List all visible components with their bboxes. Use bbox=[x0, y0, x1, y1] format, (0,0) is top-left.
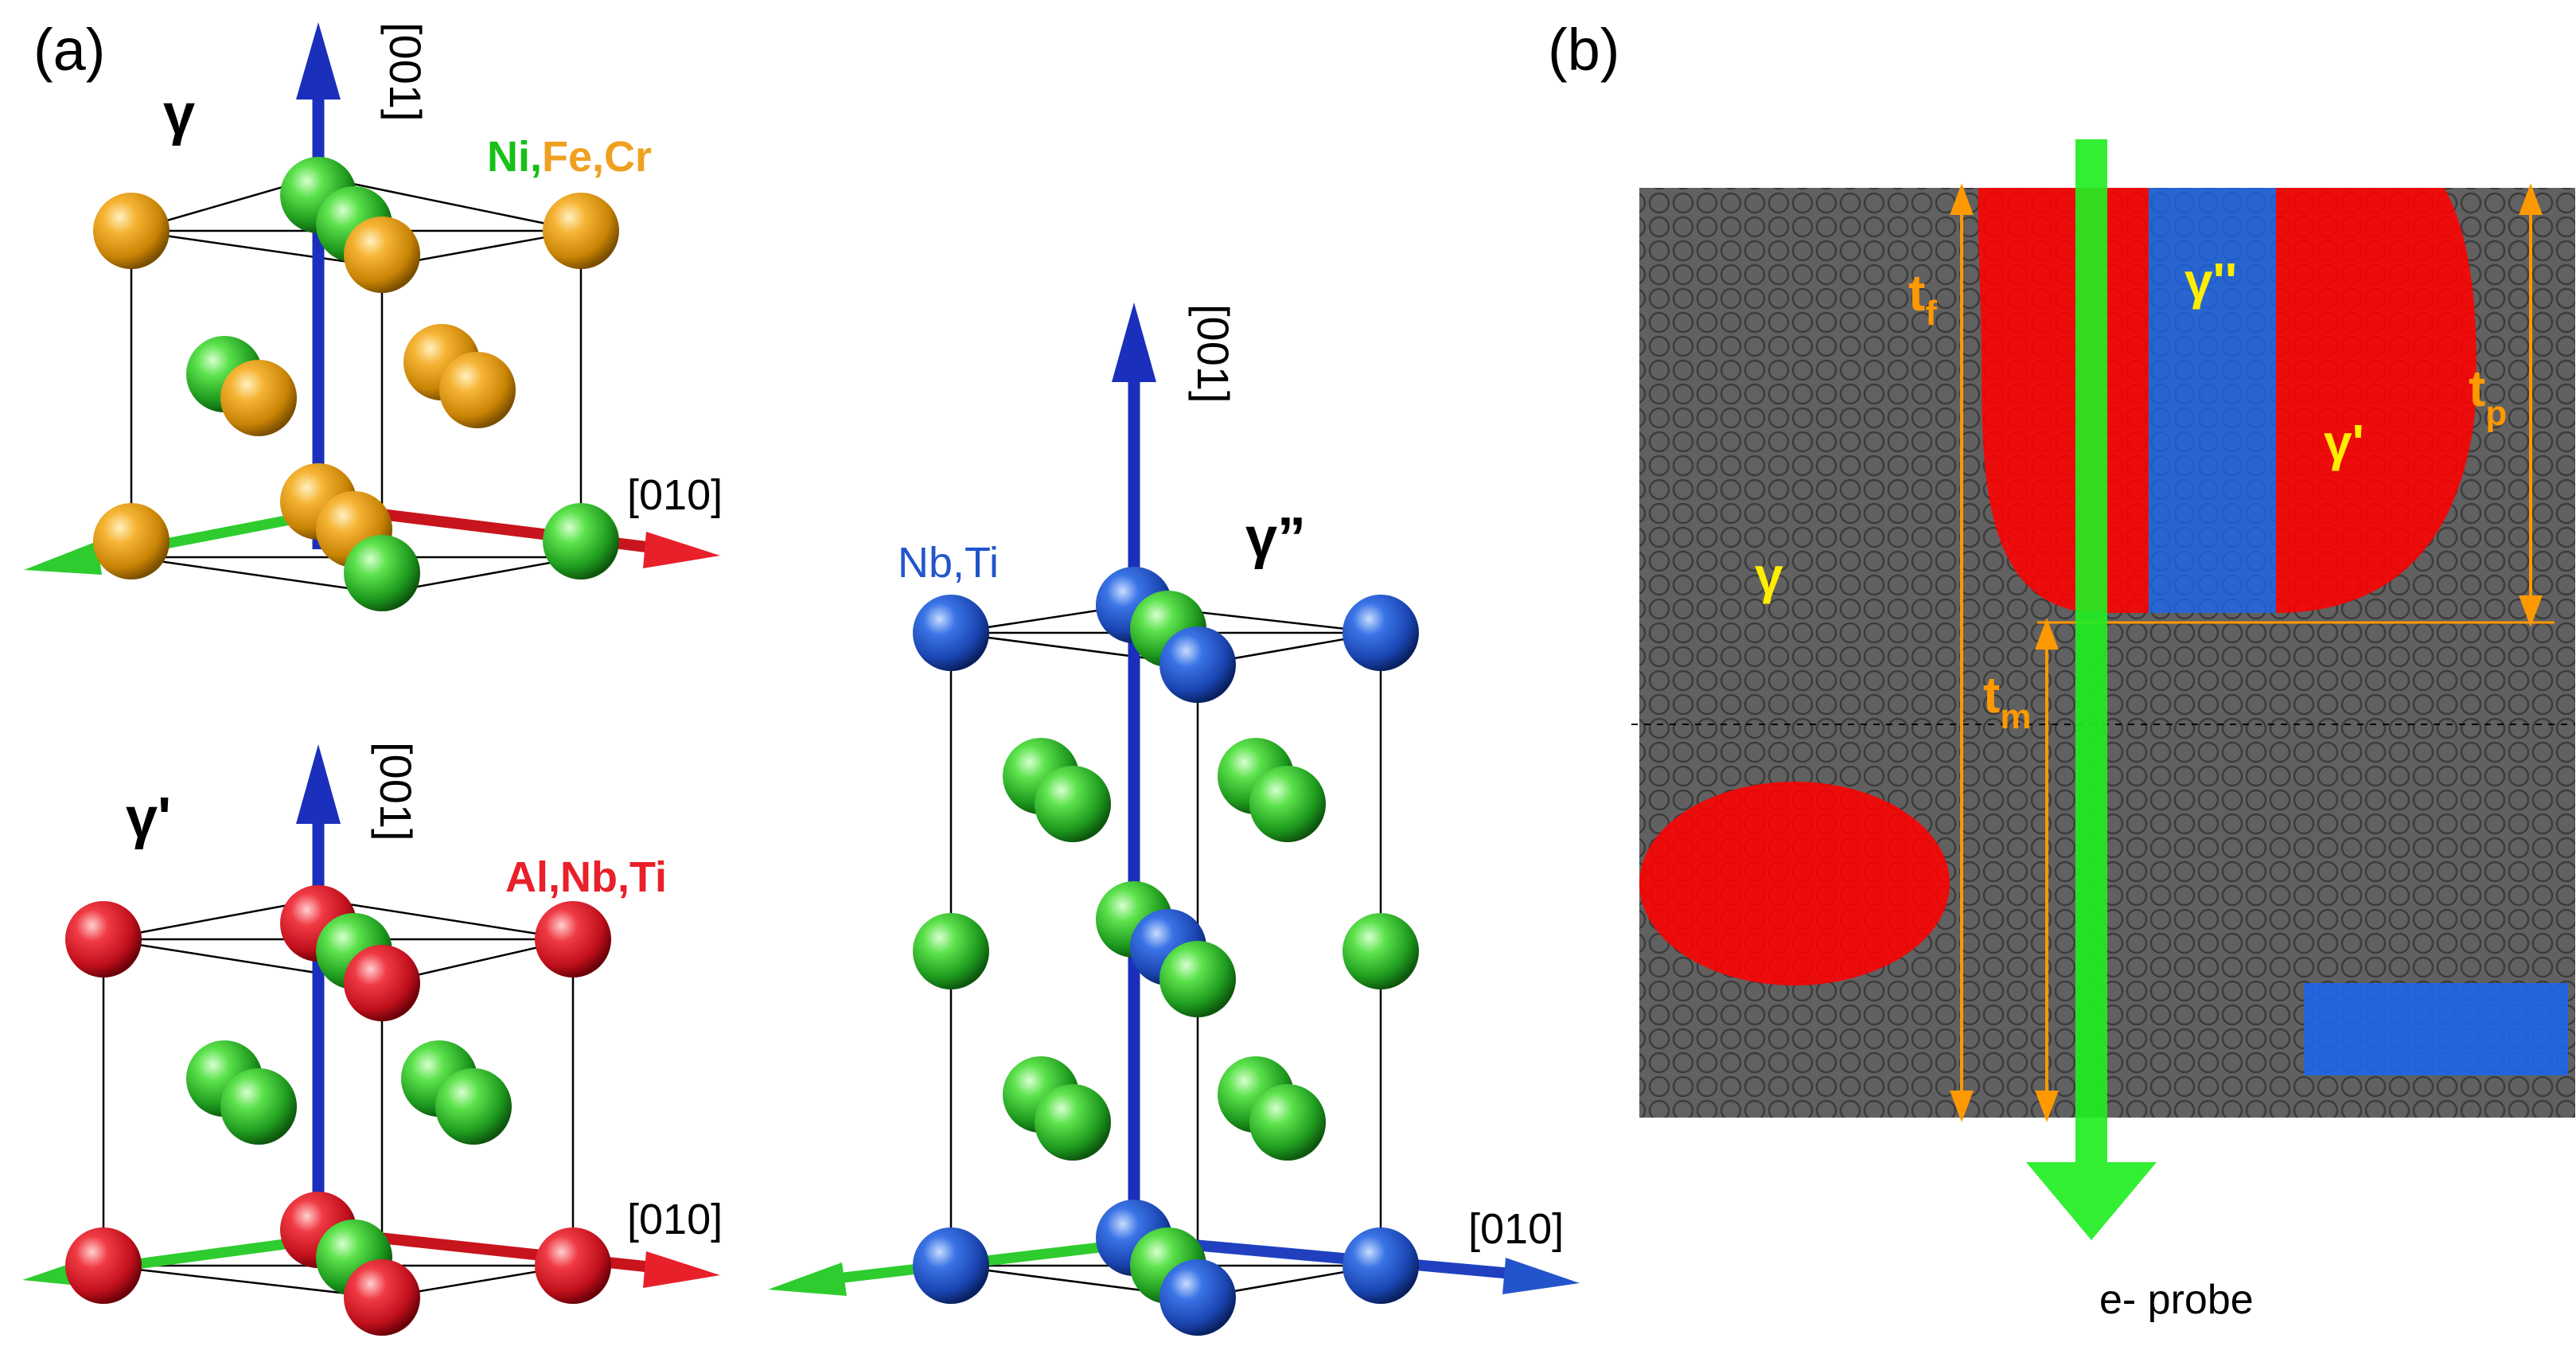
gamma-atom-fe bbox=[93, 503, 170, 579]
gamma-species-label: Ni,Fe,Cr bbox=[487, 133, 652, 181]
tm-label-t: t bbox=[1983, 666, 2000, 724]
gamma-atom-fe bbox=[220, 360, 297, 436]
gamma-double-prime-axis-100-arrowhead bbox=[768, 1262, 847, 1296]
gamma-atom-ni bbox=[344, 535, 420, 611]
gamma-atom-fe bbox=[543, 193, 619, 269]
gamma-prime-species-label: Al,Nb,Ti bbox=[505, 853, 667, 901]
gamma-prime-atom-al bbox=[344, 1259, 420, 1336]
gamma-axis-010-arrowhead bbox=[643, 532, 720, 568]
tf-label-sub: f bbox=[1925, 294, 1937, 333]
panel-b-label: (b) bbox=[1548, 17, 1619, 83]
gamma-title: γ bbox=[163, 83, 195, 146]
gamma-double-prime-atom-ni bbox=[1249, 766, 1326, 842]
tm-label-sub: m bbox=[2000, 697, 2031, 736]
gamma-atom-fe bbox=[344, 217, 420, 293]
gamma-prime-phase-label: γ' bbox=[2324, 414, 2364, 471]
gamma-prime-atom-ni bbox=[435, 1068, 512, 1145]
gamma-double-prime-atom-nb bbox=[913, 1227, 989, 1304]
gamma-prime-unit-cell: γ' [001] [010] Al,Nb,Ti bbox=[22, 742, 723, 1336]
specimen-schematic: γ γ'' γ' tf tp tm e- probe bbox=[1631, 139, 2575, 1323]
tf-label: tf bbox=[1908, 264, 1937, 333]
gamma-double-prime-atom-nb bbox=[1343, 1227, 1419, 1304]
gamma-double-prime-axis-001-label: [001] bbox=[1188, 304, 1238, 404]
gamma-double-prime-phase-label: γ'' bbox=[2184, 252, 2237, 310]
tf-label-t: t bbox=[1908, 264, 1925, 322]
gamma-prime-axis-001-label: [001] bbox=[371, 742, 421, 841]
gamma-double-prime-title: γ” bbox=[1245, 506, 1306, 570]
gamma-prime-atom-ni bbox=[220, 1068, 297, 1145]
tp-label-t: t bbox=[2469, 360, 2485, 417]
gamma-species-fecr: Fe,Cr bbox=[542, 133, 652, 181]
gamma-axis-001-arrowhead bbox=[296, 22, 341, 100]
gamma-atom-fe bbox=[93, 193, 170, 269]
gamma-prime-atom-al bbox=[535, 1227, 611, 1304]
tp-label: tp bbox=[2469, 360, 2507, 433]
gamma-axis-010-label: [010] bbox=[627, 471, 723, 519]
gamma-double-prime-atom-nb bbox=[1159, 1259, 1236, 1336]
gamma-double-prime-atom-ni bbox=[1035, 1084, 1111, 1161]
gamma-axis-100-arrowhead bbox=[24, 541, 102, 575]
electron-probe-beam bbox=[2026, 139, 2157, 1240]
gamma-prime-atom-al bbox=[65, 901, 142, 977]
gamma-prime-axis-001-arrowhead bbox=[296, 744, 341, 824]
gamma-prime-atom-al bbox=[535, 901, 611, 977]
gamma-prime-cell-edges bbox=[102, 898, 575, 1299]
gamma-double-prime-atom-ni bbox=[1343, 913, 1419, 989]
gamma-double-prime-unit-cell: γ” [001] [010] Nb,Ti bbox=[768, 302, 1580, 1336]
gamma-double-prime-atom-ni bbox=[1249, 1084, 1326, 1161]
probe-label: e- probe bbox=[2099, 1277, 2254, 1323]
gamma-double-prime-atom-nb bbox=[1159, 626, 1236, 703]
gamma-double-prime-axis-010 bbox=[1157, 1236, 1513, 1279]
panel-a-label: (a) bbox=[33, 17, 105, 83]
gamma-double-prime-atom-ni bbox=[1159, 941, 1236, 1017]
matrix-phase-label: γ bbox=[1755, 547, 1783, 604]
gamma-double-prime-atom-ni bbox=[913, 913, 989, 989]
gamma-axis-001-label: [001] bbox=[380, 22, 431, 122]
gamma-double-prime-atom-nb bbox=[1343, 595, 1419, 671]
gamma-double-prime-atom-ni bbox=[1035, 766, 1111, 842]
gamma-prime-atom-al bbox=[344, 945, 420, 1021]
gamma-double-prime-axis-010-arrowhead bbox=[1502, 1258, 1580, 1294]
gamma-double-prime-species-label: Nb,Ti bbox=[898, 539, 999, 587]
gamma-prime-axis-010-label: [010] bbox=[627, 1196, 723, 1243]
gamma-prime-atom-al bbox=[65, 1227, 142, 1304]
gamma-double-prime-axis-010-label: [010] bbox=[1468, 1205, 1564, 1253]
gamma-prime-axis-010-arrowhead bbox=[643, 1251, 720, 1288]
gamma-unit-cell: γ [001] [010] Ni,Fe,Cr bbox=[24, 22, 723, 611]
gamma-double-prime-atom-nb bbox=[913, 595, 989, 671]
tp-label-sub: p bbox=[2485, 394, 2507, 433]
gamma-species-ni: Ni, bbox=[487, 133, 542, 181]
gamma-double-prime-axis-001-arrowhead bbox=[1112, 302, 1156, 382]
tm-label: tm bbox=[1983, 666, 2031, 736]
gamma-atom-fe bbox=[439, 352, 516, 428]
gamma-atom-ni bbox=[543, 503, 619, 579]
gamma-prime-title: γ' bbox=[126, 786, 171, 850]
